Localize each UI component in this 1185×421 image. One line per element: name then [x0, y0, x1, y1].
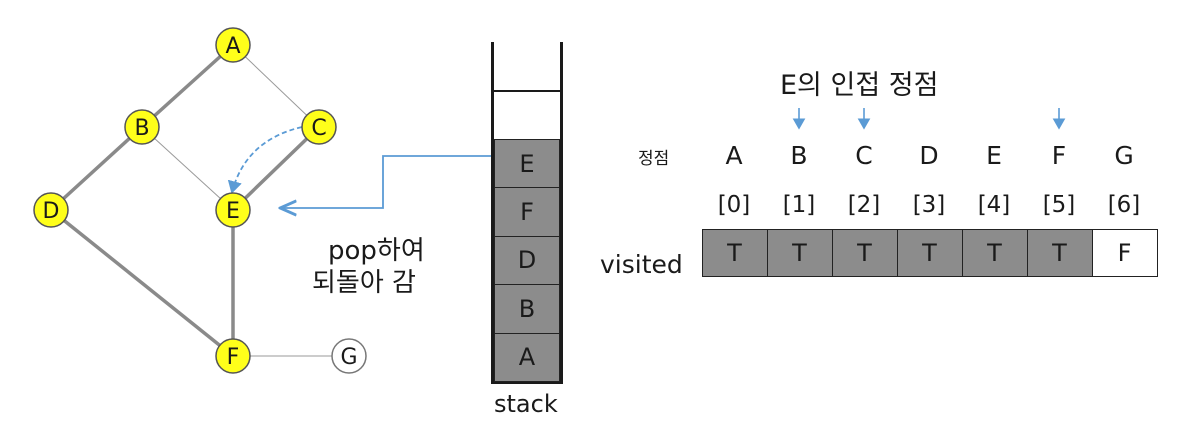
index-0: [0] — [717, 192, 751, 218]
index-2: [2] — [847, 192, 881, 218]
visited-cell-5: T — [1026, 229, 1093, 277]
vertex-A: A — [725, 141, 743, 170]
node-C: C — [301, 109, 337, 145]
stack-bottom — [491, 381, 563, 384]
edge-B-E — [141, 126, 234, 211]
stack-item-D: D — [494, 235, 560, 286]
node-circle-C — [301, 109, 337, 145]
stack-item-A: A — [494, 332, 560, 382]
node-A: A — [215, 27, 251, 63]
vertex-E: E — [986, 141, 1002, 170]
stack-item-B: B — [494, 284, 560, 334]
edge-B-D — [49, 125, 144, 212]
vertex-C: C — [855, 141, 873, 170]
pop-note-line1: pop하여 — [328, 236, 425, 266]
graph-edges — [49, 43, 349, 358]
node-label-E: E — [226, 199, 240, 224]
edge-D-F — [49, 208, 235, 358]
node-circle-F — [215, 338, 251, 374]
stack-left-wall — [491, 42, 494, 384]
node-B: B — [124, 109, 160, 145]
index-4: [4] — [977, 192, 1011, 218]
adjacent-title: E의 인접 정점 — [780, 70, 939, 101]
index-5: [5] — [1042, 192, 1076, 218]
vertex-B: B — [790, 141, 808, 170]
edge-A-C — [232, 44, 320, 128]
node-label-G: G — [340, 345, 357, 370]
stack-right-wall — [560, 42, 563, 384]
node-label-B: B — [134, 116, 149, 141]
vertex-row-header: 정점 — [638, 149, 670, 169]
node-circle-E — [215, 192, 251, 228]
stack-divider — [494, 90, 560, 92]
vertex-G: G — [1114, 141, 1134, 170]
node-F: F — [215, 338, 251, 374]
vertex-F: F — [1051, 141, 1067, 170]
visited-row-label: visited — [600, 250, 683, 279]
node-circle-G — [331, 338, 367, 374]
adjacent-markers — [792, 108, 1066, 130]
node-label-A: A — [225, 34, 240, 59]
stack-item-E: E — [494, 139, 560, 189]
node-circle-A — [215, 27, 251, 63]
vertex-D: D — [919, 141, 939, 170]
visited-cell-3: T — [896, 229, 963, 277]
stack-label: stack — [494, 390, 558, 418]
visited-cell-0: T — [701, 229, 768, 277]
stack-item-F: F — [494, 187, 560, 237]
pop-return-arrow — [282, 155, 494, 208]
node-circle-D — [33, 192, 69, 228]
node-label-F: F — [227, 345, 240, 370]
pop-note-line2: 되돌아 감 — [312, 268, 416, 298]
node-circle-B — [124, 109, 160, 145]
edge-C-E — [231, 125, 321, 212]
node-label-C: C — [311, 116, 326, 141]
edge-A-B — [140, 43, 235, 129]
backtrack-arrow — [227, 126, 303, 194]
visited-cell-4: T — [961, 229, 1028, 277]
index-6: [6] — [1107, 192, 1141, 218]
node-G: G — [331, 338, 367, 374]
graph-nodes: A B C D E F G — [33, 27, 367, 374]
node-E: E — [215, 192, 251, 228]
index-3: [3] — [912, 192, 946, 218]
index-1: [1] — [782, 192, 816, 218]
node-D: D — [33, 192, 69, 228]
visited-cell-6: F — [1091, 229, 1158, 277]
visited-cell-1: T — [766, 229, 833, 277]
node-label-D: D — [43, 199, 60, 224]
visited-cell-2: T — [831, 229, 898, 277]
